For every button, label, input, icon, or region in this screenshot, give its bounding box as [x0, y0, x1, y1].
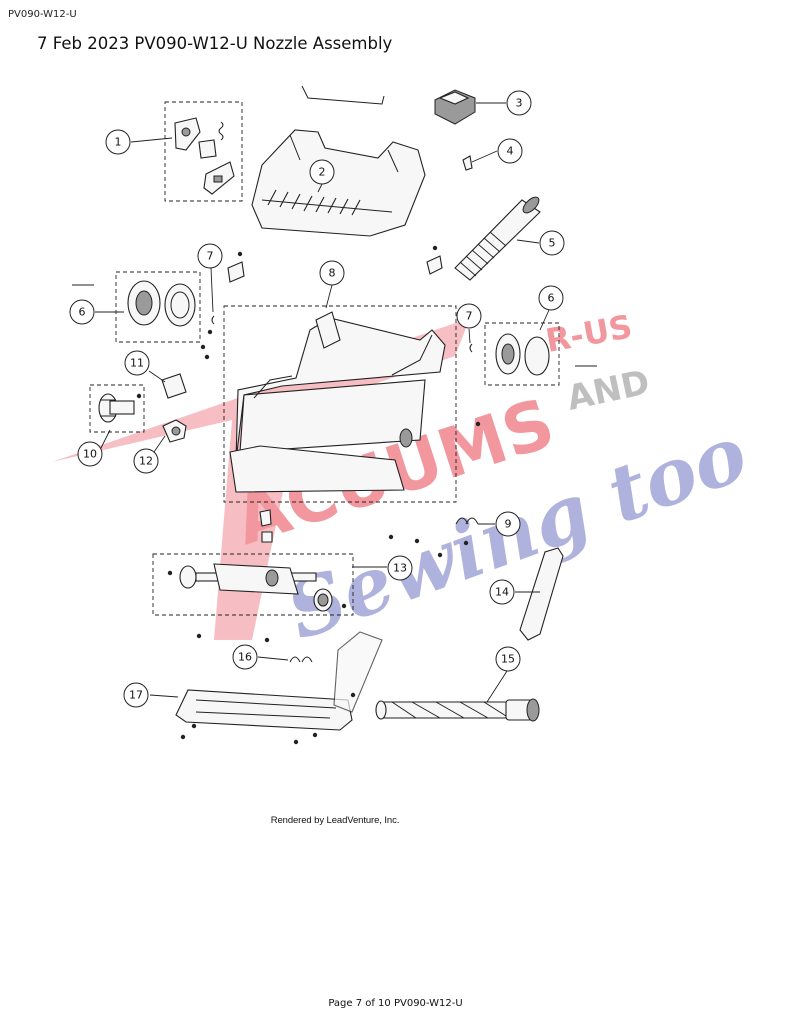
part-13-drive-assembly: [179, 563, 333, 612]
leader-lines: [95, 102, 550, 703]
document-id: PV090-W12-U: [8, 9, 77, 20]
callout-3: 3: [506, 90, 532, 116]
callout-13: 13: [387, 555, 413, 581]
part-small-bushing: [259, 509, 272, 527]
watermark-line3: AND: [564, 362, 654, 418]
part-6-wheel-right: [495, 333, 550, 376]
svg-text:3: 3: [516, 97, 523, 110]
svg-text:15: 15: [501, 653, 515, 666]
svg-text:6: 6: [548, 292, 555, 305]
callout-12: 12: [133, 448, 159, 474]
part-6-wheel-left: [127, 280, 196, 327]
part-11-bracket: [161, 373, 187, 399]
callout-1: 1: [105, 129, 131, 155]
svg-text:4: 4: [507, 145, 514, 158]
group-box-10: [89, 384, 145, 433]
part-16-clips: [289, 656, 313, 663]
group-box-13: [152, 553, 354, 616]
svg-text:17: 17: [129, 689, 143, 702]
part-10-knob: [98, 393, 135, 423]
part-4-clip: [462, 155, 473, 171]
callout-14: 14: [489, 579, 515, 605]
group-box-8: [223, 305, 457, 503]
svg-text:1: 1: [115, 136, 122, 149]
svg-text:7: 7: [207, 250, 214, 263]
callout-8: 8: [319, 260, 345, 286]
part-8-base-housing: [229, 311, 446, 493]
svg-text:9: 9: [505, 518, 512, 531]
rendered-by-credit: Rendered by LeadVenture, Inc.: [270, 815, 400, 826]
page-footer: Page 7 of 10 PV090-W12-U: [328, 998, 463, 1009]
part-wire-rod: [301, 85, 385, 105]
part-2-top-cover: [251, 129, 426, 237]
svg-text:12: 12: [139, 455, 153, 468]
callout-4: 4: [497, 138, 523, 164]
svg-text:13: 13: [393, 562, 407, 575]
callout-17: 17: [123, 682, 149, 708]
svg-text:6: 6: [79, 306, 86, 319]
svg-text:11: 11: [130, 357, 144, 370]
callout-6-right: 6: [538, 285, 564, 311]
group-box-6-left: [115, 271, 201, 343]
part-17-base-plate: [175, 631, 383, 731]
callout-10: 10: [77, 441, 103, 467]
part-7-clip-left: [211, 315, 215, 325]
part-9-clip: [455, 517, 479, 525]
part-5-hose: [454, 196, 541, 281]
part-1-latch-assembly: [174, 117, 235, 195]
callout-7-right: 7: [456, 303, 482, 329]
watermark-line2: R-US: [543, 307, 635, 360]
svg-text:7: 7: [466, 310, 473, 323]
svg-text:8: 8: [329, 267, 336, 280]
callout-16: 16: [232, 644, 258, 670]
callout-15: 15: [495, 646, 521, 672]
part-small-bushing-2: [261, 531, 273, 543]
svg-text:2: 2: [319, 166, 326, 179]
callout-9: 9: [495, 511, 521, 537]
part-14-belt: [519, 547, 564, 641]
callout-11: 11: [124, 350, 150, 376]
svg-text:16: 16: [238, 651, 252, 664]
part-hook-right: [426, 255, 443, 275]
svg-text:5: 5: [549, 237, 556, 250]
callout-6-left: 6: [69, 299, 95, 325]
screws: [136, 245, 481, 745]
part-15-brushroll: [375, 698, 540, 722]
part-12-gear: [162, 419, 187, 443]
callout-5: 5: [539, 230, 565, 256]
part-3-switch: [434, 89, 476, 125]
svg-text:14: 14: [495, 586, 509, 599]
group-box-1: [164, 101, 243, 202]
svg-text:10: 10: [83, 448, 97, 461]
callout-7-left: 7: [197, 243, 223, 269]
callout-2: 2: [309, 159, 335, 185]
part-7-clip-right: [469, 343, 473, 353]
part-hook-left: [227, 261, 245, 283]
page-title: 7 Feb 2023 PV090-W12-U Nozzle Assembly: [37, 34, 393, 53]
group-box-6-right: [484, 322, 560, 386]
